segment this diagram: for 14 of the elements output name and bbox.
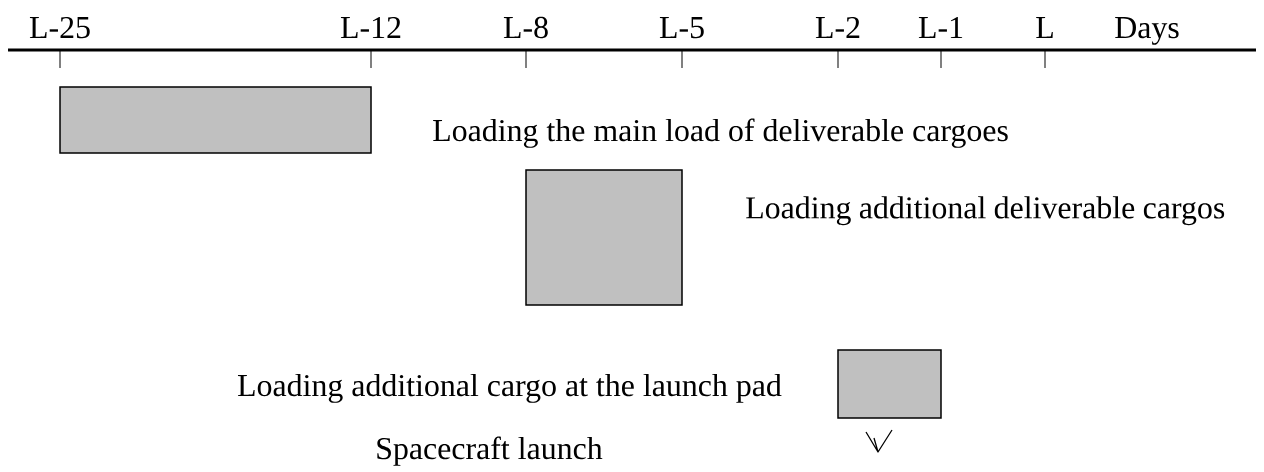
tick-label: L-12 xyxy=(340,16,401,38)
gantt-bar xyxy=(59,86,372,154)
tick-label: L xyxy=(1036,17,1053,38)
tick-label: L-25 xyxy=(29,16,90,39)
tick-label: L-1 xyxy=(918,16,963,38)
bar-caption: Loading additional cargo at the launch pad xyxy=(238,373,782,403)
tick-label: L-8 xyxy=(503,16,548,39)
bar-caption: Loading the main load of deliverable cargoes xyxy=(433,118,1008,148)
bar-caption: Loading additional deliverable cargos xyxy=(746,196,1225,226)
launch-marker-icon xyxy=(865,429,893,453)
tick-label: Days xyxy=(1115,17,1179,45)
tick-label: L-2 xyxy=(815,16,860,38)
tick-label: L-5 xyxy=(659,17,704,39)
marker-caption: Spacecraft launch xyxy=(377,436,603,466)
